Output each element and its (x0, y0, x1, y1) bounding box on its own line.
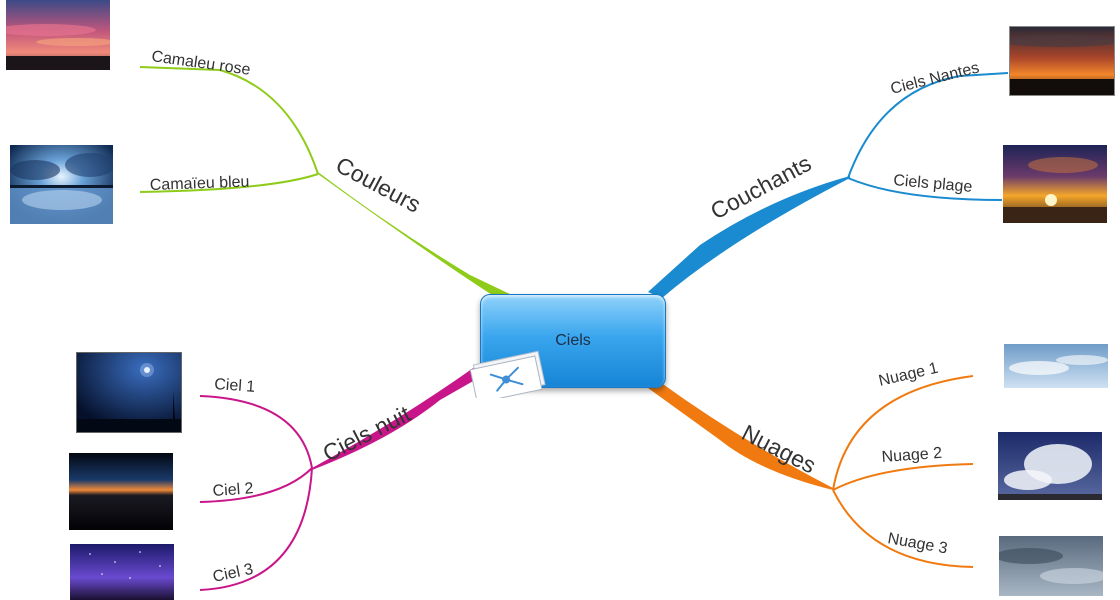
label-camaleu-rose[interactable]: Camaleu rose (150, 48, 251, 79)
photo-night-horizon (69, 453, 173, 530)
subbranch-nuage-2 (833, 464, 973, 490)
label-ciel-1[interactable]: Ciel 1 (214, 376, 256, 396)
subbranch-nuage-3 (833, 490, 973, 567)
mindmap-sheet-icon (466, 350, 550, 398)
photo-clouds-storm (998, 432, 1102, 500)
photo-beach-sunset (1003, 145, 1107, 223)
subbranch-camaleu-rose (140, 67, 318, 174)
photo-blue-reflection (10, 145, 113, 224)
photo-night-stars (70, 544, 174, 600)
label-ciels-nantes[interactable]: Ciels Nantes (889, 59, 981, 97)
photo-pink-sunset (6, 0, 110, 70)
branch-label-ciels-nuit[interactable]: Ciels nuit (318, 400, 415, 466)
subbranch-nuage-1 (833, 376, 973, 490)
photo-nantes-sunset (1009, 26, 1115, 96)
subbranch-ciel-1 (200, 396, 312, 468)
label-camaieu-bleu[interactable]: Camaïeu bleu (150, 174, 250, 194)
label-nuage-2[interactable]: Nuage 2 (881, 445, 943, 466)
branch-label-couleurs[interactable]: Couleurs (332, 151, 425, 217)
photo-clouds-grey (999, 536, 1103, 596)
photo-clouds-light (1004, 344, 1108, 388)
label-ciel-3[interactable]: Ciel 3 (211, 561, 255, 586)
label-nuage-3[interactable]: Nuage 3 (886, 530, 949, 557)
central-topic-label: Ciels (555, 332, 591, 350)
photo-night-moon (76, 352, 182, 433)
label-ciel-2[interactable]: Ciel 2 (212, 480, 254, 500)
